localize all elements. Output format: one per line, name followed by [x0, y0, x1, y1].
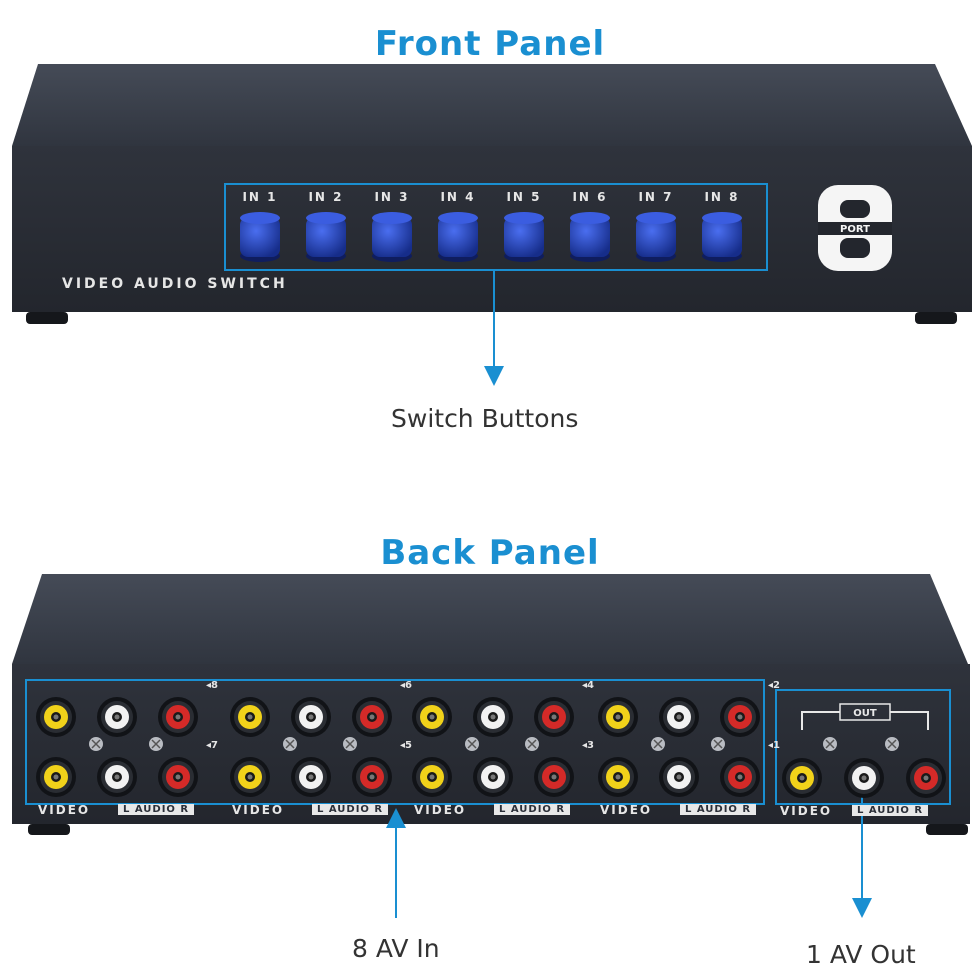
out-callout-arrowhead [852, 898, 872, 918]
group-marker-top: ◂4 [582, 680, 594, 691]
front-foot-left [26, 312, 68, 324]
button-label-4: IN 4 [440, 190, 476, 204]
button-label-7: IN 7 [638, 190, 674, 204]
group-marker-bottom: ◂3 [582, 740, 594, 751]
panel-screw [343, 737, 357, 751]
front-foot-right [915, 312, 957, 324]
group-marker-top: ◂6 [400, 680, 412, 691]
rca-in-jack[interactable] [291, 697, 331, 737]
panel-screw [885, 737, 899, 751]
front-chassis-top [12, 64, 972, 146]
back-chassis-top [12, 574, 968, 664]
video-label: VIDEO [38, 803, 91, 817]
rca-in-jack[interactable] [291, 757, 331, 797]
group-marker-bottom: ◂7 [206, 740, 218, 751]
rca-in-jack[interactable] [97, 697, 137, 737]
button-label-3: IN 3 [374, 190, 410, 204]
input-button-4[interactable] [438, 212, 478, 262]
switch-callout-arrowhead [484, 366, 504, 386]
av-in-caption: 8 AV In [352, 934, 440, 963]
rca-out-audio-right[interactable] [906, 758, 946, 798]
input-button-2[interactable] [306, 212, 346, 262]
switch-buttons-caption: Switch Buttons [391, 404, 579, 433]
rca-out-audio-left[interactable] [844, 758, 884, 798]
rca-in-jack[interactable] [720, 757, 760, 797]
rca-in-jack[interactable] [412, 697, 452, 737]
group-marker-bottom: ◂5 [400, 740, 412, 751]
in-callout-arrowhead [386, 808, 406, 828]
button-label-2: IN 2 [308, 190, 344, 204]
input-button-6[interactable] [570, 212, 610, 262]
front-panel-heading: Front Panel [374, 24, 606, 64]
rca-in-jack[interactable] [230, 757, 270, 797]
rca-in-jack[interactable] [659, 757, 699, 797]
audio-label: L AUDIO R [312, 804, 389, 815]
audio-label: L AUDIO R [494, 804, 571, 815]
rca-in-jack[interactable] [158, 697, 198, 737]
video-label: VIDEO [600, 803, 653, 817]
panel-screw [283, 737, 297, 751]
rca-in-jack[interactable] [598, 757, 638, 797]
group-marker-bottom: ◂1 [768, 740, 780, 751]
rca-in-jack[interactable] [659, 697, 699, 737]
video-label: VIDEO [414, 803, 467, 817]
button-label-1: IN 1 [242, 190, 278, 204]
input-highlight-box [25, 679, 765, 805]
button-label-6: IN 6 [572, 190, 608, 204]
panel-screw [149, 737, 163, 751]
device-label: VIDEO AUDIO SWITCH [62, 276, 288, 292]
back-chassis-face [12, 664, 970, 824]
rca-in-jack[interactable] [36, 757, 76, 797]
rca-in-jack[interactable] [230, 697, 270, 737]
group-marker-top: ◂8 [206, 680, 218, 691]
rca-in-jack[interactable] [473, 697, 513, 737]
out-label-box [839, 703, 891, 721]
panel-screw [89, 737, 103, 751]
output-highlight-box [775, 689, 951, 805]
rca-in-jack[interactable] [534, 757, 574, 797]
back-foot-left [28, 824, 70, 835]
input-button-8[interactable] [702, 212, 742, 262]
button-label-8: IN 8 [704, 190, 740, 204]
input-button-1[interactable] [240, 212, 280, 262]
out-bracket [801, 711, 929, 730]
back-panel-heading: Back Panel [380, 533, 600, 573]
input-button-5[interactable] [504, 212, 544, 262]
out-label: OUT [853, 708, 877, 719]
audio-label: L AUDIO R [680, 804, 757, 815]
panel-screw [465, 737, 479, 751]
audio-label: L AUDIO R [118, 804, 195, 815]
rca-out-video[interactable] [782, 758, 822, 798]
panel-screw [525, 737, 539, 751]
rca-in-jack[interactable] [158, 757, 198, 797]
out-video-label: VIDEO [780, 804, 833, 818]
rca-in-jack[interactable] [352, 697, 392, 737]
button-label-5: IN 5 [506, 190, 542, 204]
rca-in-jack[interactable] [534, 697, 574, 737]
group-marker-top: ◂2 [768, 680, 780, 691]
out-audio-label: L AUDIO R [852, 805, 929, 816]
rca-in-jack[interactable] [720, 697, 760, 737]
rca-in-jack[interactable] [352, 757, 392, 797]
back-foot-right [926, 824, 968, 835]
rca-in-jack[interactable] [97, 757, 137, 797]
rca-in-jack[interactable] [473, 757, 513, 797]
panel-screw [651, 737, 665, 751]
panel-screw [711, 737, 725, 751]
badge-number-text: 8 [816, 170, 894, 260]
rca-in-jack[interactable] [36, 697, 76, 737]
rca-in-jack[interactable] [412, 757, 452, 797]
input-button-7[interactable] [636, 212, 676, 262]
panel-screw [823, 737, 837, 751]
video-label: VIDEO [232, 803, 285, 817]
av-out-caption: 1 AV Out [806, 940, 916, 969]
input-button-3[interactable] [372, 212, 412, 262]
rca-in-jack[interactable] [598, 697, 638, 737]
